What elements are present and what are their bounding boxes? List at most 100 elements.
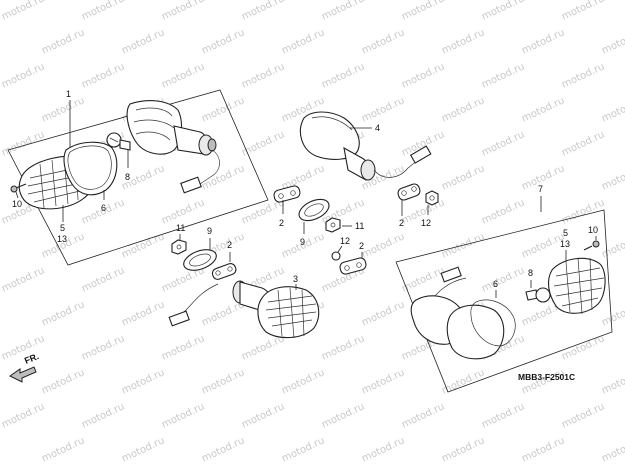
watermark-text: motod.ru bbox=[40, 299, 86, 328]
watermark-text: motod.ru bbox=[520, 435, 566, 464]
watermark-text: motod.ru bbox=[600, 27, 625, 56]
watermark-text: motod.ru bbox=[480, 401, 526, 430]
watermark-text: motod.ru bbox=[40, 27, 86, 56]
callout-3: 3 bbox=[293, 274, 298, 284]
watermark-text: motod.ru bbox=[120, 435, 166, 464]
watermark-text: motod.ru bbox=[120, 367, 166, 396]
watermark-text: motod.ru bbox=[360, 95, 406, 124]
watermark-text: motod.ru bbox=[280, 27, 326, 56]
callout-5-left: 5 bbox=[60, 223, 65, 233]
watermark-text: motod.ru bbox=[520, 27, 566, 56]
callout-5-right: 5 bbox=[563, 228, 568, 238]
watermark-text: motod.ru bbox=[200, 367, 246, 396]
watermark-text: motod.ru bbox=[360, 231, 406, 260]
group-7-frame bbox=[395, 209, 613, 393]
watermark-text: motod.ru bbox=[480, 265, 526, 294]
watermark-text: motod.ru bbox=[360, 367, 406, 396]
watermark-text: motod.ru bbox=[240, 401, 286, 430]
callout-13-left: 13 bbox=[57, 234, 67, 244]
watermark-text: motod.ru bbox=[320, 401, 366, 430]
watermark-text: motod.ru bbox=[480, 0, 526, 23]
callout-13-right: 13 bbox=[560, 239, 570, 249]
winker-right-rear bbox=[299, 111, 432, 181]
callout-10-left: 10 bbox=[12, 199, 22, 209]
direction-label: FR. bbox=[23, 351, 40, 366]
rubber-mount-d bbox=[339, 257, 367, 275]
watermark-text: motod.ru bbox=[80, 61, 126, 90]
watermark-text: motod.ru bbox=[400, 0, 446, 23]
watermark-text: motod.ru bbox=[280, 435, 326, 464]
watermark-text: motod.ru bbox=[160, 401, 206, 430]
watermark-text: motod.ru bbox=[520, 163, 566, 192]
watermark-text: motod.ru bbox=[0, 129, 46, 158]
housing-left bbox=[126, 100, 220, 194]
watermark-text: motod.ru bbox=[200, 163, 246, 192]
callout-6-right: 6 bbox=[493, 279, 498, 289]
watermark-text: motod.ru bbox=[560, 129, 606, 158]
watermark-text: motod.ru bbox=[360, 299, 406, 328]
watermark-text: motod.ru bbox=[160, 0, 206, 23]
watermark-text: motod.ru bbox=[600, 435, 625, 464]
callout-8-right: 8 bbox=[528, 268, 533, 278]
watermark-text: motod.ru bbox=[560, 0, 606, 23]
callout-1: 1 bbox=[66, 89, 71, 99]
diagram-code: MBB3-F2501C bbox=[518, 372, 575, 382]
watermark-text: motod.ru bbox=[200, 435, 246, 464]
watermark-text: motod.ru bbox=[600, 163, 625, 192]
watermark-text: motod.ru bbox=[440, 95, 486, 124]
callout-8-left: 8 bbox=[125, 172, 130, 182]
callout-11-b: 11 bbox=[176, 223, 185, 233]
watermark-text: motod.ru bbox=[360, 435, 406, 464]
bulb-left bbox=[106, 132, 131, 151]
watermark-text: motod.ru bbox=[160, 61, 206, 90]
watermark-text: motod.ru bbox=[120, 299, 166, 328]
nut-c bbox=[331, 251, 341, 261]
callout-6-left: 6 bbox=[101, 203, 106, 213]
callout-12-c: 12 bbox=[340, 236, 350, 246]
watermark-text: motod.ru bbox=[40, 367, 86, 396]
watermark-text: motod.ru bbox=[160, 333, 206, 362]
watermark-text: motod.ru bbox=[440, 231, 486, 260]
watermark-text: motod.ru bbox=[480, 61, 526, 90]
watermark-text: motod.ru bbox=[200, 27, 246, 56]
watermark-text: motod.ru bbox=[120, 27, 166, 56]
watermark-text: motod.ru bbox=[600, 95, 625, 124]
watermark-text: motod.ru bbox=[240, 61, 286, 90]
nut-a bbox=[425, 190, 439, 206]
watermark-text: motod.ru bbox=[440, 163, 486, 192]
watermark-text: motod.ru bbox=[560, 61, 606, 90]
watermark-text: motod.ru bbox=[40, 95, 86, 124]
callout-2-c: 2 bbox=[227, 240, 232, 250]
rubber-mount-c bbox=[211, 263, 237, 280]
watermark-text: motod.ru bbox=[520, 95, 566, 124]
watermark-text: motod.ru bbox=[480, 197, 526, 226]
watermark-text: motod.ru bbox=[80, 401, 126, 430]
bulb-right bbox=[525, 287, 551, 303]
watermark-text: motod.ru bbox=[560, 197, 606, 226]
grommet-a bbox=[298, 198, 330, 222]
lens-right bbox=[547, 257, 606, 315]
callout-7: 7 bbox=[538, 184, 543, 194]
watermark-text: motod.ru bbox=[0, 401, 46, 430]
callout-10-right: 10 bbox=[588, 225, 598, 235]
winker-front bbox=[168, 280, 320, 339]
watermark-text: motod.ru bbox=[400, 61, 446, 90]
callout-2-a: 2 bbox=[399, 218, 404, 228]
watermark-text: motod.ru bbox=[80, 0, 126, 23]
watermark-text: motod.ru bbox=[600, 231, 625, 260]
watermark-text: motod.ru bbox=[440, 367, 486, 396]
watermark-text: motod.ru bbox=[440, 435, 486, 464]
watermark-text: motod.ru bbox=[280, 367, 326, 396]
watermark-text: motod.ru bbox=[0, 0, 46, 23]
watermark-text: motod.ru bbox=[200, 299, 246, 328]
gasket-left bbox=[63, 141, 118, 196]
watermark-text: motod.ru bbox=[240, 333, 286, 362]
rubber-mount-a bbox=[397, 183, 421, 201]
grommet-b bbox=[183, 249, 217, 271]
callout-12-a: 12 bbox=[421, 218, 431, 228]
watermark-text: motod.ru bbox=[480, 129, 526, 158]
screw-right bbox=[583, 240, 600, 251]
callout-2-d: 2 bbox=[359, 241, 364, 251]
